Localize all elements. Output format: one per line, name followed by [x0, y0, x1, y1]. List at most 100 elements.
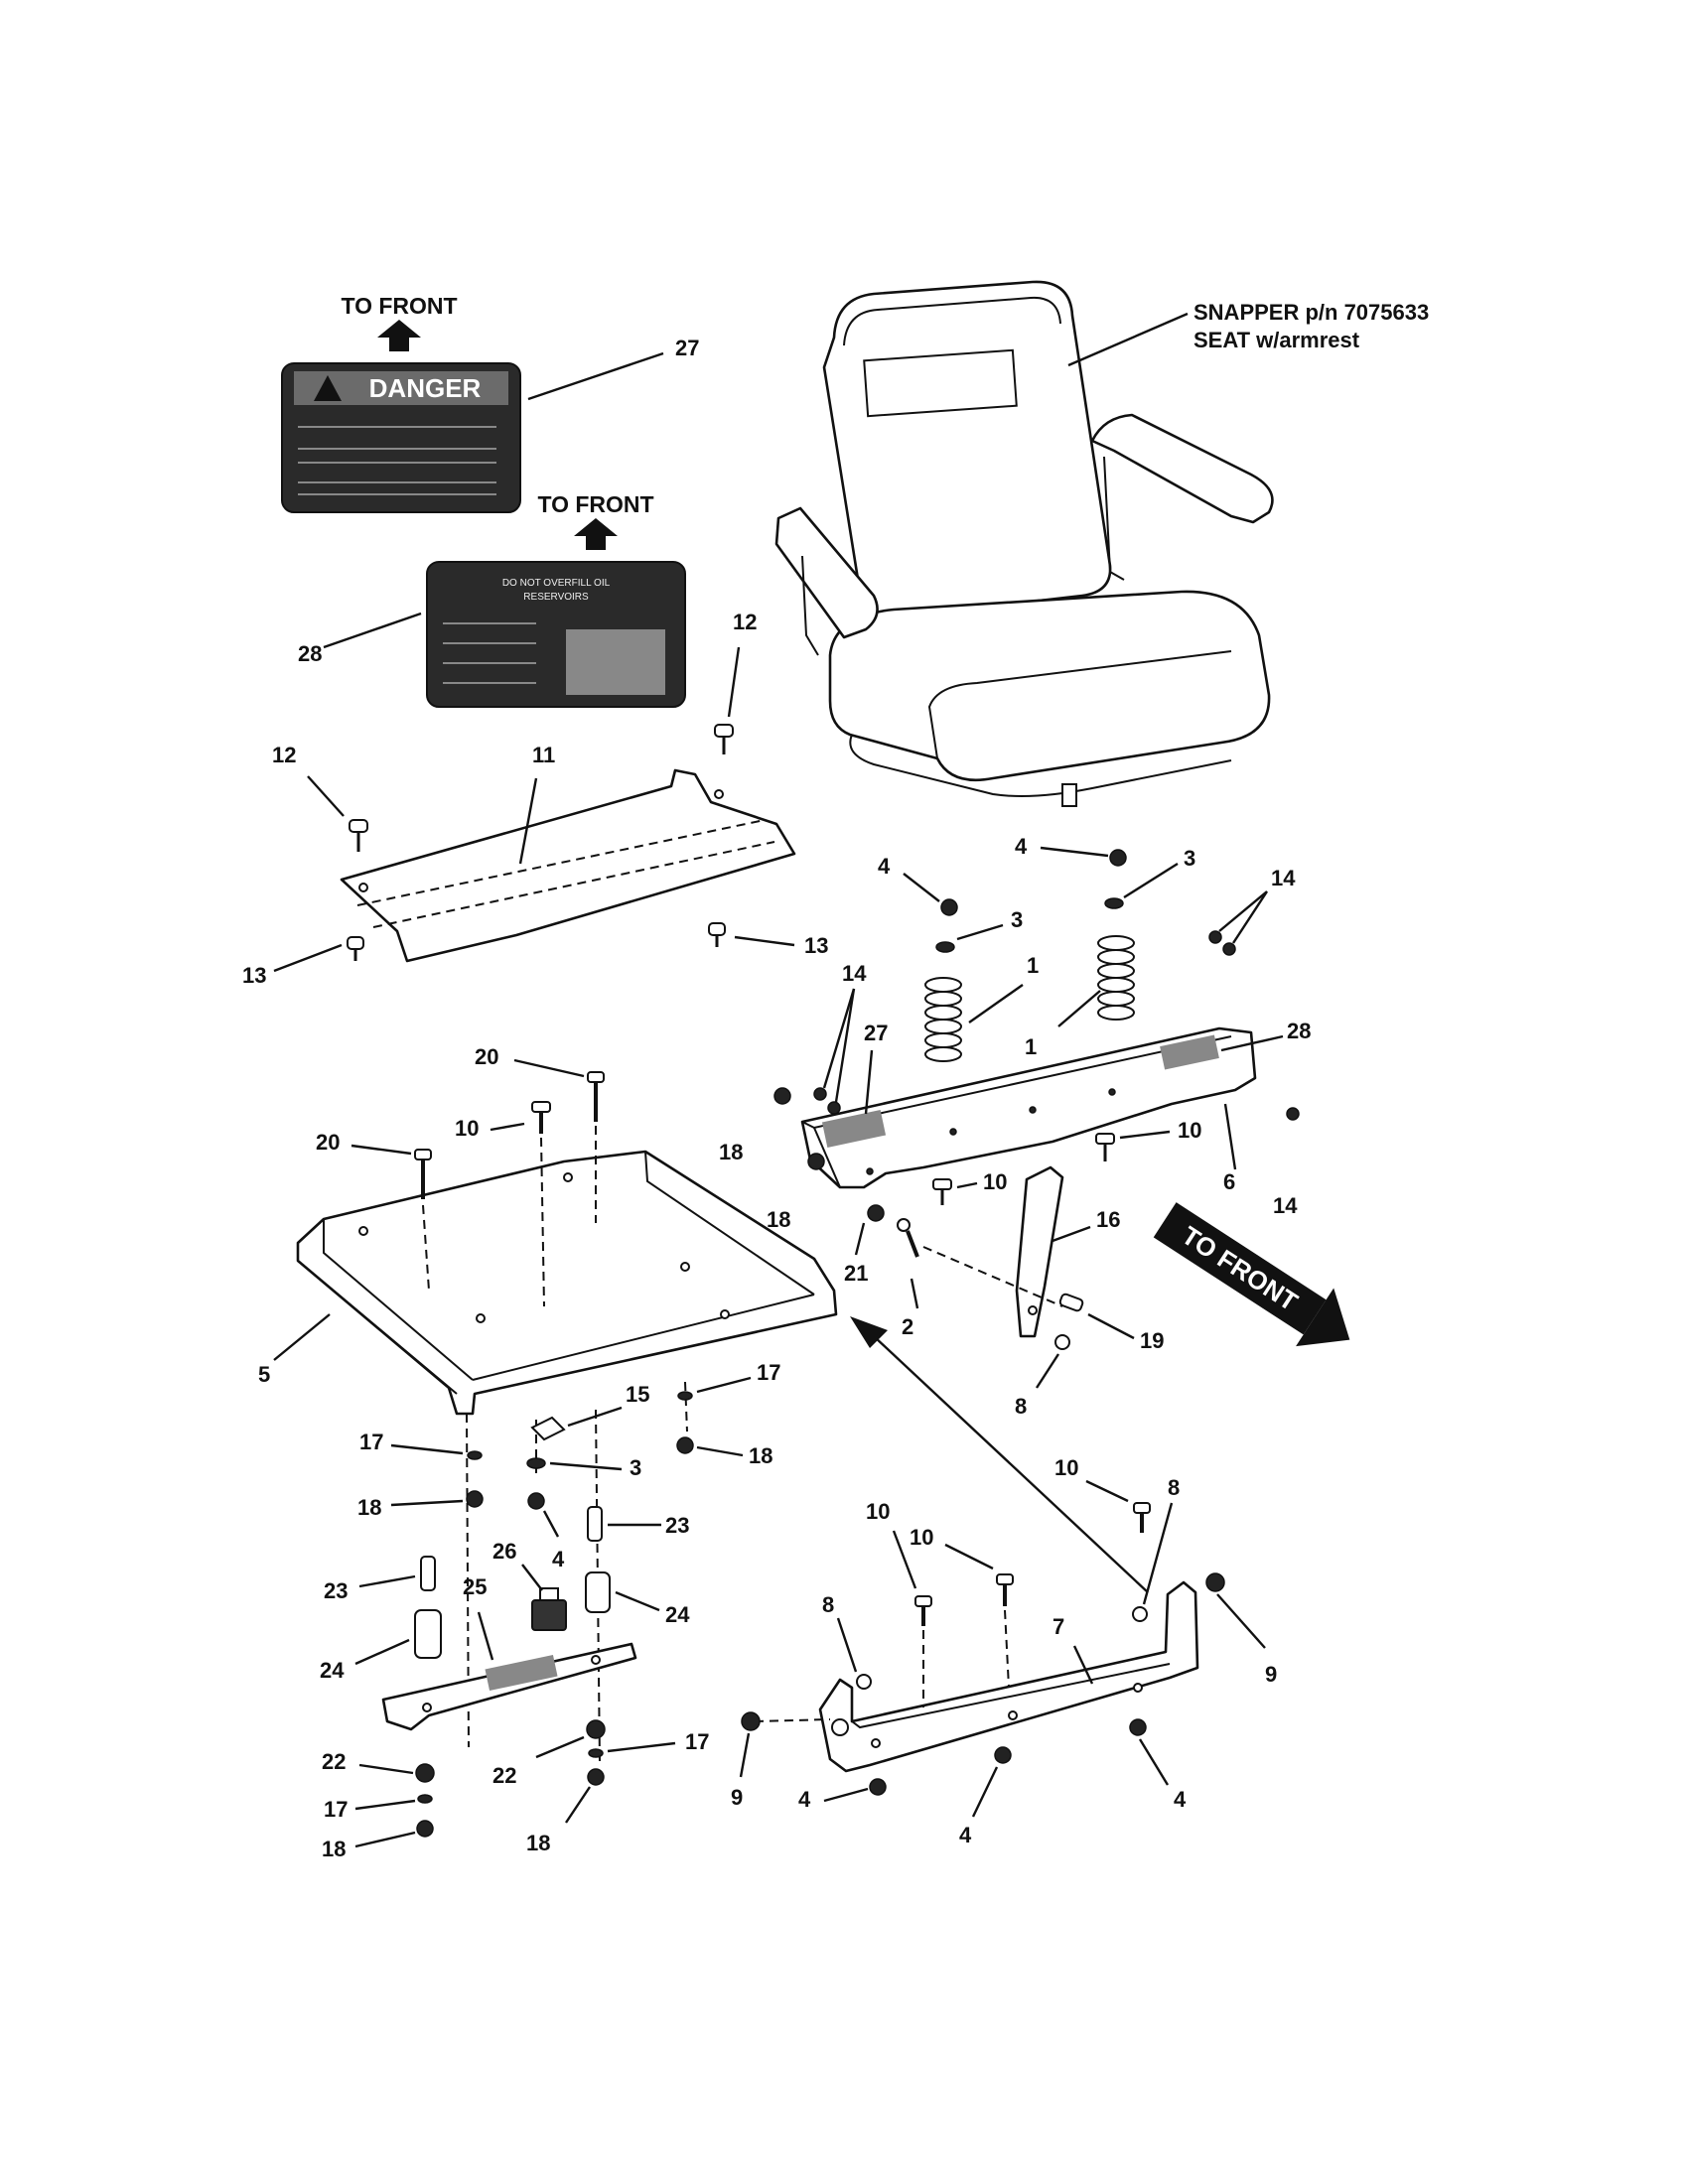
- callout-4-b: 4: [1015, 834, 1028, 859]
- callout-6: 6: [1223, 1169, 1235, 1194]
- part-5-seat-plate: [296, 1150, 838, 1416]
- to-front-label-2: TO FRONT: [537, 491, 653, 517]
- callout-22-a: 22: [322, 1749, 346, 1774]
- part-26-switch: [531, 1587, 567, 1631]
- part-23-pin-right: [587, 1506, 603, 1542]
- part-19-spacer: [1058, 1293, 1084, 1312]
- callout-3-c: 3: [630, 1455, 641, 1480]
- part-3-washer-left: [935, 941, 955, 953]
- part-10-bolt-c: [1133, 1502, 1151, 1533]
- callout-14-c: 14: [1273, 1193, 1298, 1218]
- part-12-bolt-right: [714, 724, 734, 754]
- oil-decal-line1: DO NOT OVERFILL OIL: [502, 578, 611, 589]
- to-front-arrow-2: [574, 518, 618, 550]
- part-10-bolt-channel-left: [932, 1178, 952, 1205]
- part-14-screw-e: [1286, 1107, 1300, 1121]
- part-17-washer-d: [588, 1748, 604, 1758]
- part-18-nut-f: [587, 1768, 605, 1786]
- part-1-spring-left: [924, 977, 962, 1062]
- danger-decal-group: TO FRONT DANGER: [281, 293, 521, 513]
- callout-8-a: 8: [1015, 1394, 1027, 1419]
- oil-decal-line2: RESERVOIRS: [523, 592, 589, 603]
- callout-17-a: 17: [359, 1430, 383, 1454]
- callout-4-d: 4: [798, 1787, 811, 1812]
- part-10-bolt-b: [996, 1573, 1014, 1606]
- seat-cushion: [828, 590, 1271, 782]
- callout-23-b: 23: [324, 1578, 348, 1603]
- part-14-screw-a: [1208, 930, 1222, 944]
- part-17-washer-c: [417, 1794, 433, 1804]
- callout-4-a: 4: [878, 854, 891, 879]
- callout-9-a: 9: [731, 1785, 743, 1810]
- part-16-bracket: [1015, 1165, 1064, 1338]
- callout-21: 21: [844, 1261, 868, 1286]
- seat-part-number: SNAPPER p/n 7075633: [1193, 300, 1429, 325]
- part-15-clip: [530, 1416, 566, 1441]
- part-18-nut-d: [466, 1490, 484, 1508]
- part-10-bolt-plate: [531, 1101, 551, 1134]
- part-9-nut-right: [1205, 1572, 1225, 1592]
- callout-12-a: 12: [733, 610, 757, 634]
- left-armrest: [774, 506, 879, 639]
- callout-11: 11: [532, 743, 555, 767]
- to-front-arrow-1: [377, 320, 421, 351]
- callout-20-a: 20: [316, 1130, 340, 1155]
- part-18-nut-top: [773, 1087, 791, 1105]
- part-4-nut-lower: [527, 1492, 545, 1510]
- part-21-nut: [867, 1204, 885, 1222]
- danger-title: DANGER: [369, 373, 482, 403]
- callout-4-e: 4: [959, 1823, 972, 1847]
- callout-4-c: 4: [552, 1547, 565, 1571]
- part-14-screw-b: [1222, 942, 1236, 956]
- part-22-nut-right: [586, 1719, 606, 1739]
- part-10-bolt-a: [914, 1595, 932, 1626]
- part-9-nut-left: [741, 1711, 761, 1731]
- part-14-screw-c: [813, 1087, 827, 1101]
- callout-19: 19: [1140, 1328, 1164, 1353]
- callout-12-b: 12: [272, 743, 296, 767]
- part-24-bushing-left: [414, 1609, 442, 1659]
- callout-2: 2: [902, 1314, 913, 1339]
- seat-description: SEAT w/armrest: [1193, 328, 1360, 352]
- callout-14-b: 14: [842, 961, 867, 986]
- warning-triangle-icon: [314, 375, 342, 401]
- callout-14-a: 14: [1271, 866, 1296, 890]
- callout-8-c: 8: [1168, 1475, 1180, 1500]
- part-7-bracket: [818, 1580, 1199, 1773]
- right-armrest: [1090, 413, 1274, 524]
- callout-18-e: 18: [322, 1837, 346, 1861]
- part-4-nut-b: [994, 1746, 1012, 1764]
- to-front-label-1: TO FRONT: [341, 293, 457, 319]
- seat-assembly: [774, 280, 1274, 807]
- callout-1-b: 1: [1025, 1034, 1037, 1059]
- part-17-washer-b: [467, 1450, 483, 1460]
- part-17-washer-a: [677, 1391, 693, 1401]
- part-4-nut-a: [869, 1778, 887, 1796]
- part-8-screw-right: [1132, 1606, 1148, 1622]
- callout-18-b: 18: [767, 1207, 790, 1232]
- callout-4-f: 4: [1174, 1787, 1187, 1812]
- part-10-bolt-channel-right: [1095, 1133, 1115, 1161]
- seat-backrest: [822, 280, 1112, 619]
- callout-10-f: 10: [1054, 1455, 1078, 1480]
- part-24-bushing-right: [585, 1571, 611, 1613]
- oil-decal-group: TO FRONT DO NOT OVERFILL OIL RESERVOIRS: [426, 491, 686, 708]
- part-4-nut-left: [940, 898, 958, 916]
- part-2-bolt: [897, 1218, 919, 1258]
- callout-10-d: 10: [866, 1499, 890, 1524]
- callout-18-f: 18: [526, 1831, 550, 1855]
- part-22-nut-left: [415, 1763, 435, 1783]
- callout-17-d: 17: [324, 1797, 348, 1822]
- callout-23-a: 23: [665, 1513, 689, 1538]
- part-3-washer-right: [1104, 897, 1124, 909]
- part-18-nut-mid: [807, 1153, 825, 1170]
- part-25-bracket: [381, 1642, 637, 1731]
- part-4-nut-right: [1109, 849, 1127, 867]
- part-11-plate: [340, 768, 796, 963]
- callout-8-b: 8: [822, 1592, 834, 1617]
- callout-20-b: 20: [475, 1044, 498, 1069]
- callout-17-b: 17: [757, 1360, 780, 1385]
- callout-18-a: 18: [719, 1140, 743, 1164]
- callout-13-b: 13: [804, 933, 828, 958]
